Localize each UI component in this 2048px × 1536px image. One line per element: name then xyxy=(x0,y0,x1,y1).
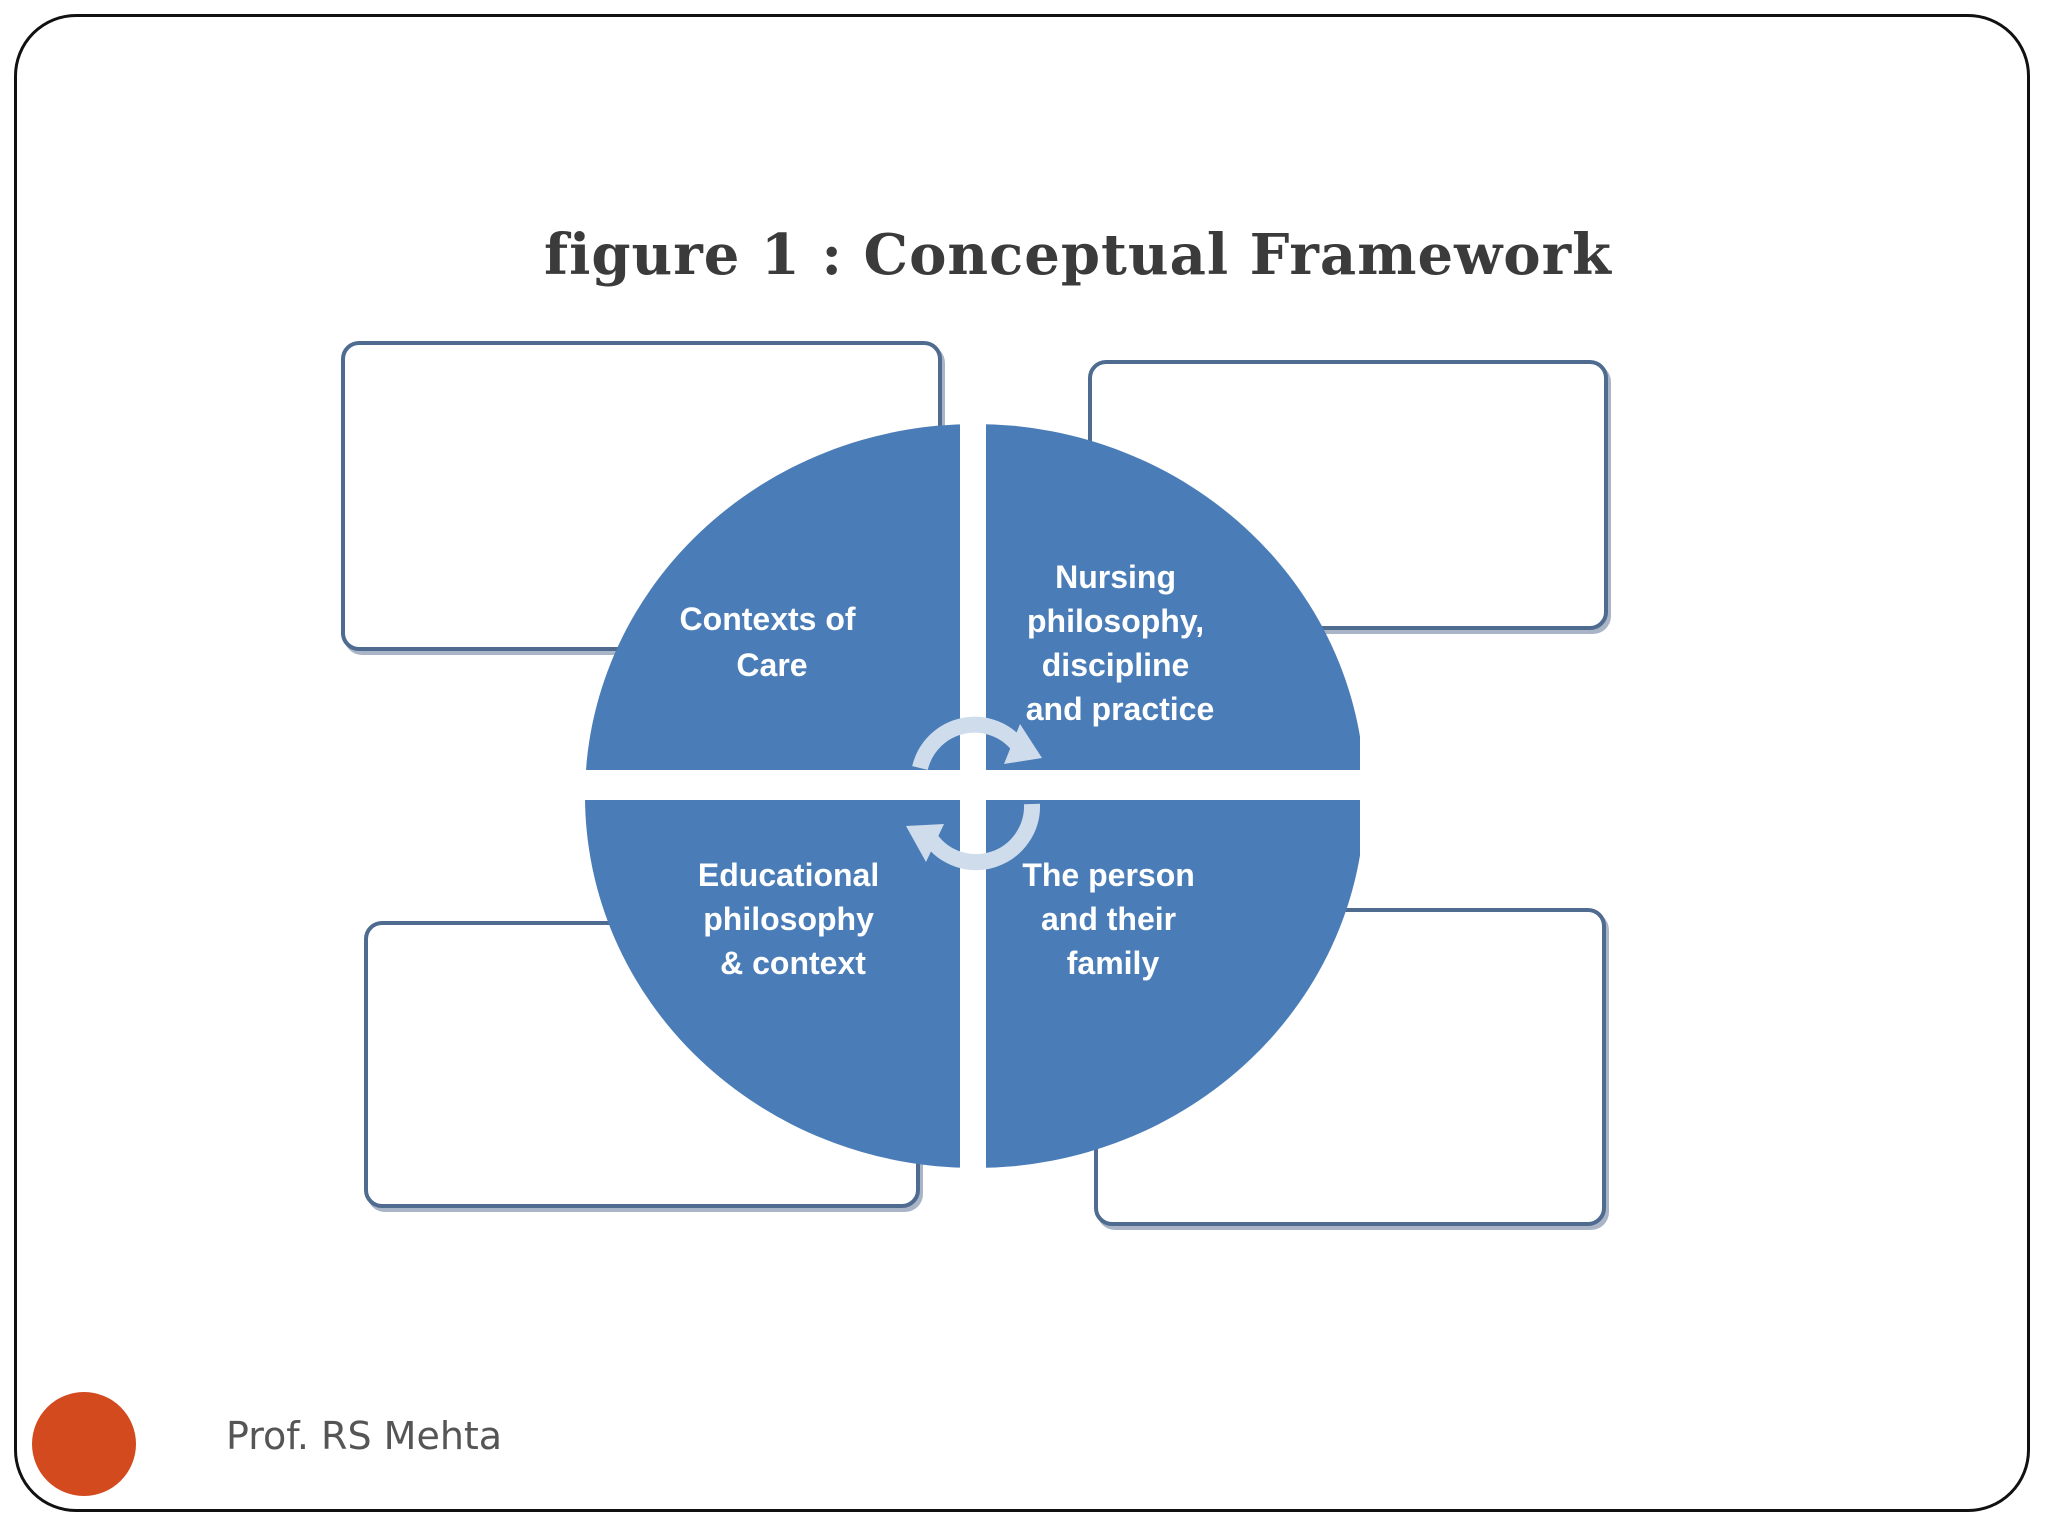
label-top-right-1: Nursing xyxy=(1055,559,1176,595)
label-top-right-3: discipline xyxy=(1042,647,1190,683)
label-bottom-left-3: & context xyxy=(720,945,866,981)
svg-text:The person and their f: The person and their family xyxy=(1022,857,1203,981)
svg-text:Nursing philosophy, di: Nursing philosophy, discipline and pract… xyxy=(1026,559,1215,727)
label-top-right-4: and practice xyxy=(1026,691,1215,727)
svg-text:Contexts of Care: Contexts of Care xyxy=(680,601,865,683)
quadrant-bottom-right xyxy=(986,800,1360,1168)
label-top-left-2: Care xyxy=(736,647,807,683)
svg-text:Educational philosophy: Educational philosophy & context xyxy=(698,857,888,981)
figure-title: figure 1 : Conceptual Framework xyxy=(544,222,1612,288)
framework-diagram: Contexts of Care Nursing philosophy, dis… xyxy=(585,424,1360,1168)
quadrant-bottom-left xyxy=(585,800,960,1168)
footer-author: Prof. RS Mehta xyxy=(226,1414,503,1458)
label-top-right-2: philosophy, xyxy=(1027,603,1204,639)
quadrant-top-left xyxy=(585,424,960,770)
label-bottom-left-1: Educational xyxy=(698,857,879,893)
footer-dot xyxy=(32,1392,136,1496)
cycle-arrows-icon xyxy=(906,716,1042,871)
label-top-left-1: Contexts of xyxy=(680,601,856,637)
label-bottom-left-2: philosophy xyxy=(703,901,874,937)
label-bottom-right-3: family xyxy=(1067,945,1160,981)
label-bottom-right-2: and their xyxy=(1041,901,1176,937)
label-bottom-right-1: The person xyxy=(1022,857,1194,893)
